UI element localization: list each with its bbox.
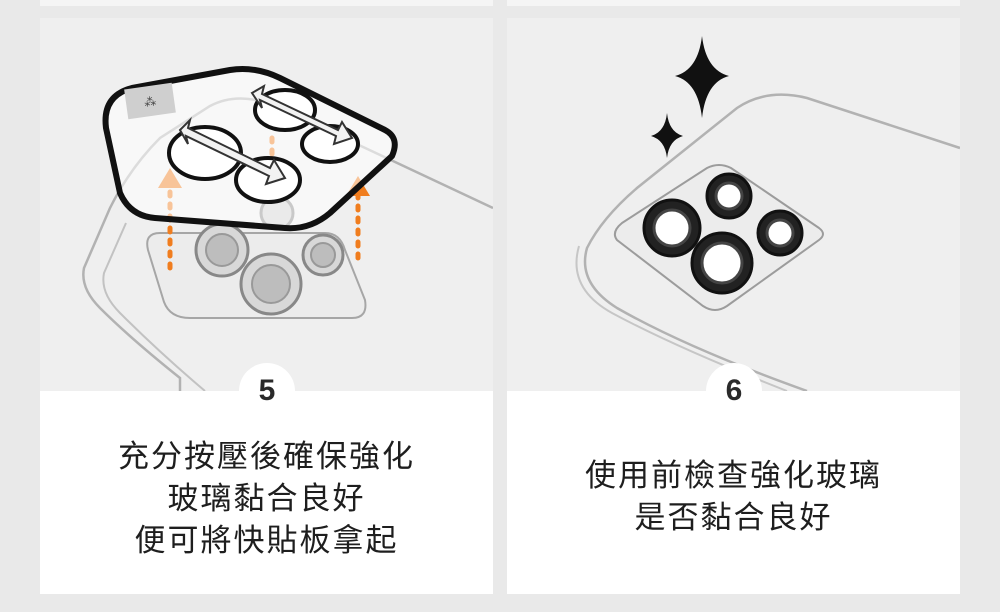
step-6-caption: 使用前檢查強化玻璃 是否黏合良好 (507, 455, 960, 539)
caption-line: 便可將快貼板拿起 (134, 523, 399, 559)
glass-applicator (102, 66, 398, 232)
step-card-6: 6 使用前檢查強化玻璃 是否黏合良好 (507, 18, 960, 594)
phone-outline (583, 93, 960, 391)
phone-lens-inner (310, 242, 336, 268)
step-5-illustration-drawing: ⁂ (82, 66, 493, 391)
step-5-caption: 充分按壓後確保強化 玻璃黏合良好 便可將快貼板拿起 (40, 436, 493, 562)
spigen-logo-icon-mark: ⁂ (143, 94, 157, 110)
pull-tab-arrow-icon (250, 83, 354, 146)
previous-card-edge-left (40, 0, 493, 6)
phone-lens-inner (205, 233, 239, 267)
caption-line: 是否黏合良好 (634, 500, 833, 536)
phone-lens-inner (251, 264, 291, 304)
caption-line: 玻璃黏合良好 (167, 481, 366, 517)
installed-lens-inner (700, 241, 744, 285)
step-card-5: ⁂ 5 充分按壓後確保強化 玻璃黏合良好 便可將快貼板拿起 (40, 18, 493, 594)
previous-card-edge-right (507, 0, 960, 6)
step-number-badge: 5 (239, 363, 295, 419)
step-6-illustration-drawing (575, 36, 960, 391)
sparkle-icon (651, 113, 683, 158)
caption-line: 充分按壓後確保強化 (118, 439, 415, 475)
phone-edge (102, 222, 206, 391)
step-number-badge: 6 (706, 363, 762, 419)
sparkle-icon (675, 36, 729, 118)
pull-tab-arrow-icon (178, 116, 287, 186)
installed-lens-inner (652, 208, 692, 248)
installed-lens-inner (765, 218, 795, 248)
spigen-logo-icon (124, 82, 176, 120)
installed-lens-inner (714, 181, 744, 211)
caption-line: 使用前檢查強化玻璃 (585, 458, 882, 494)
